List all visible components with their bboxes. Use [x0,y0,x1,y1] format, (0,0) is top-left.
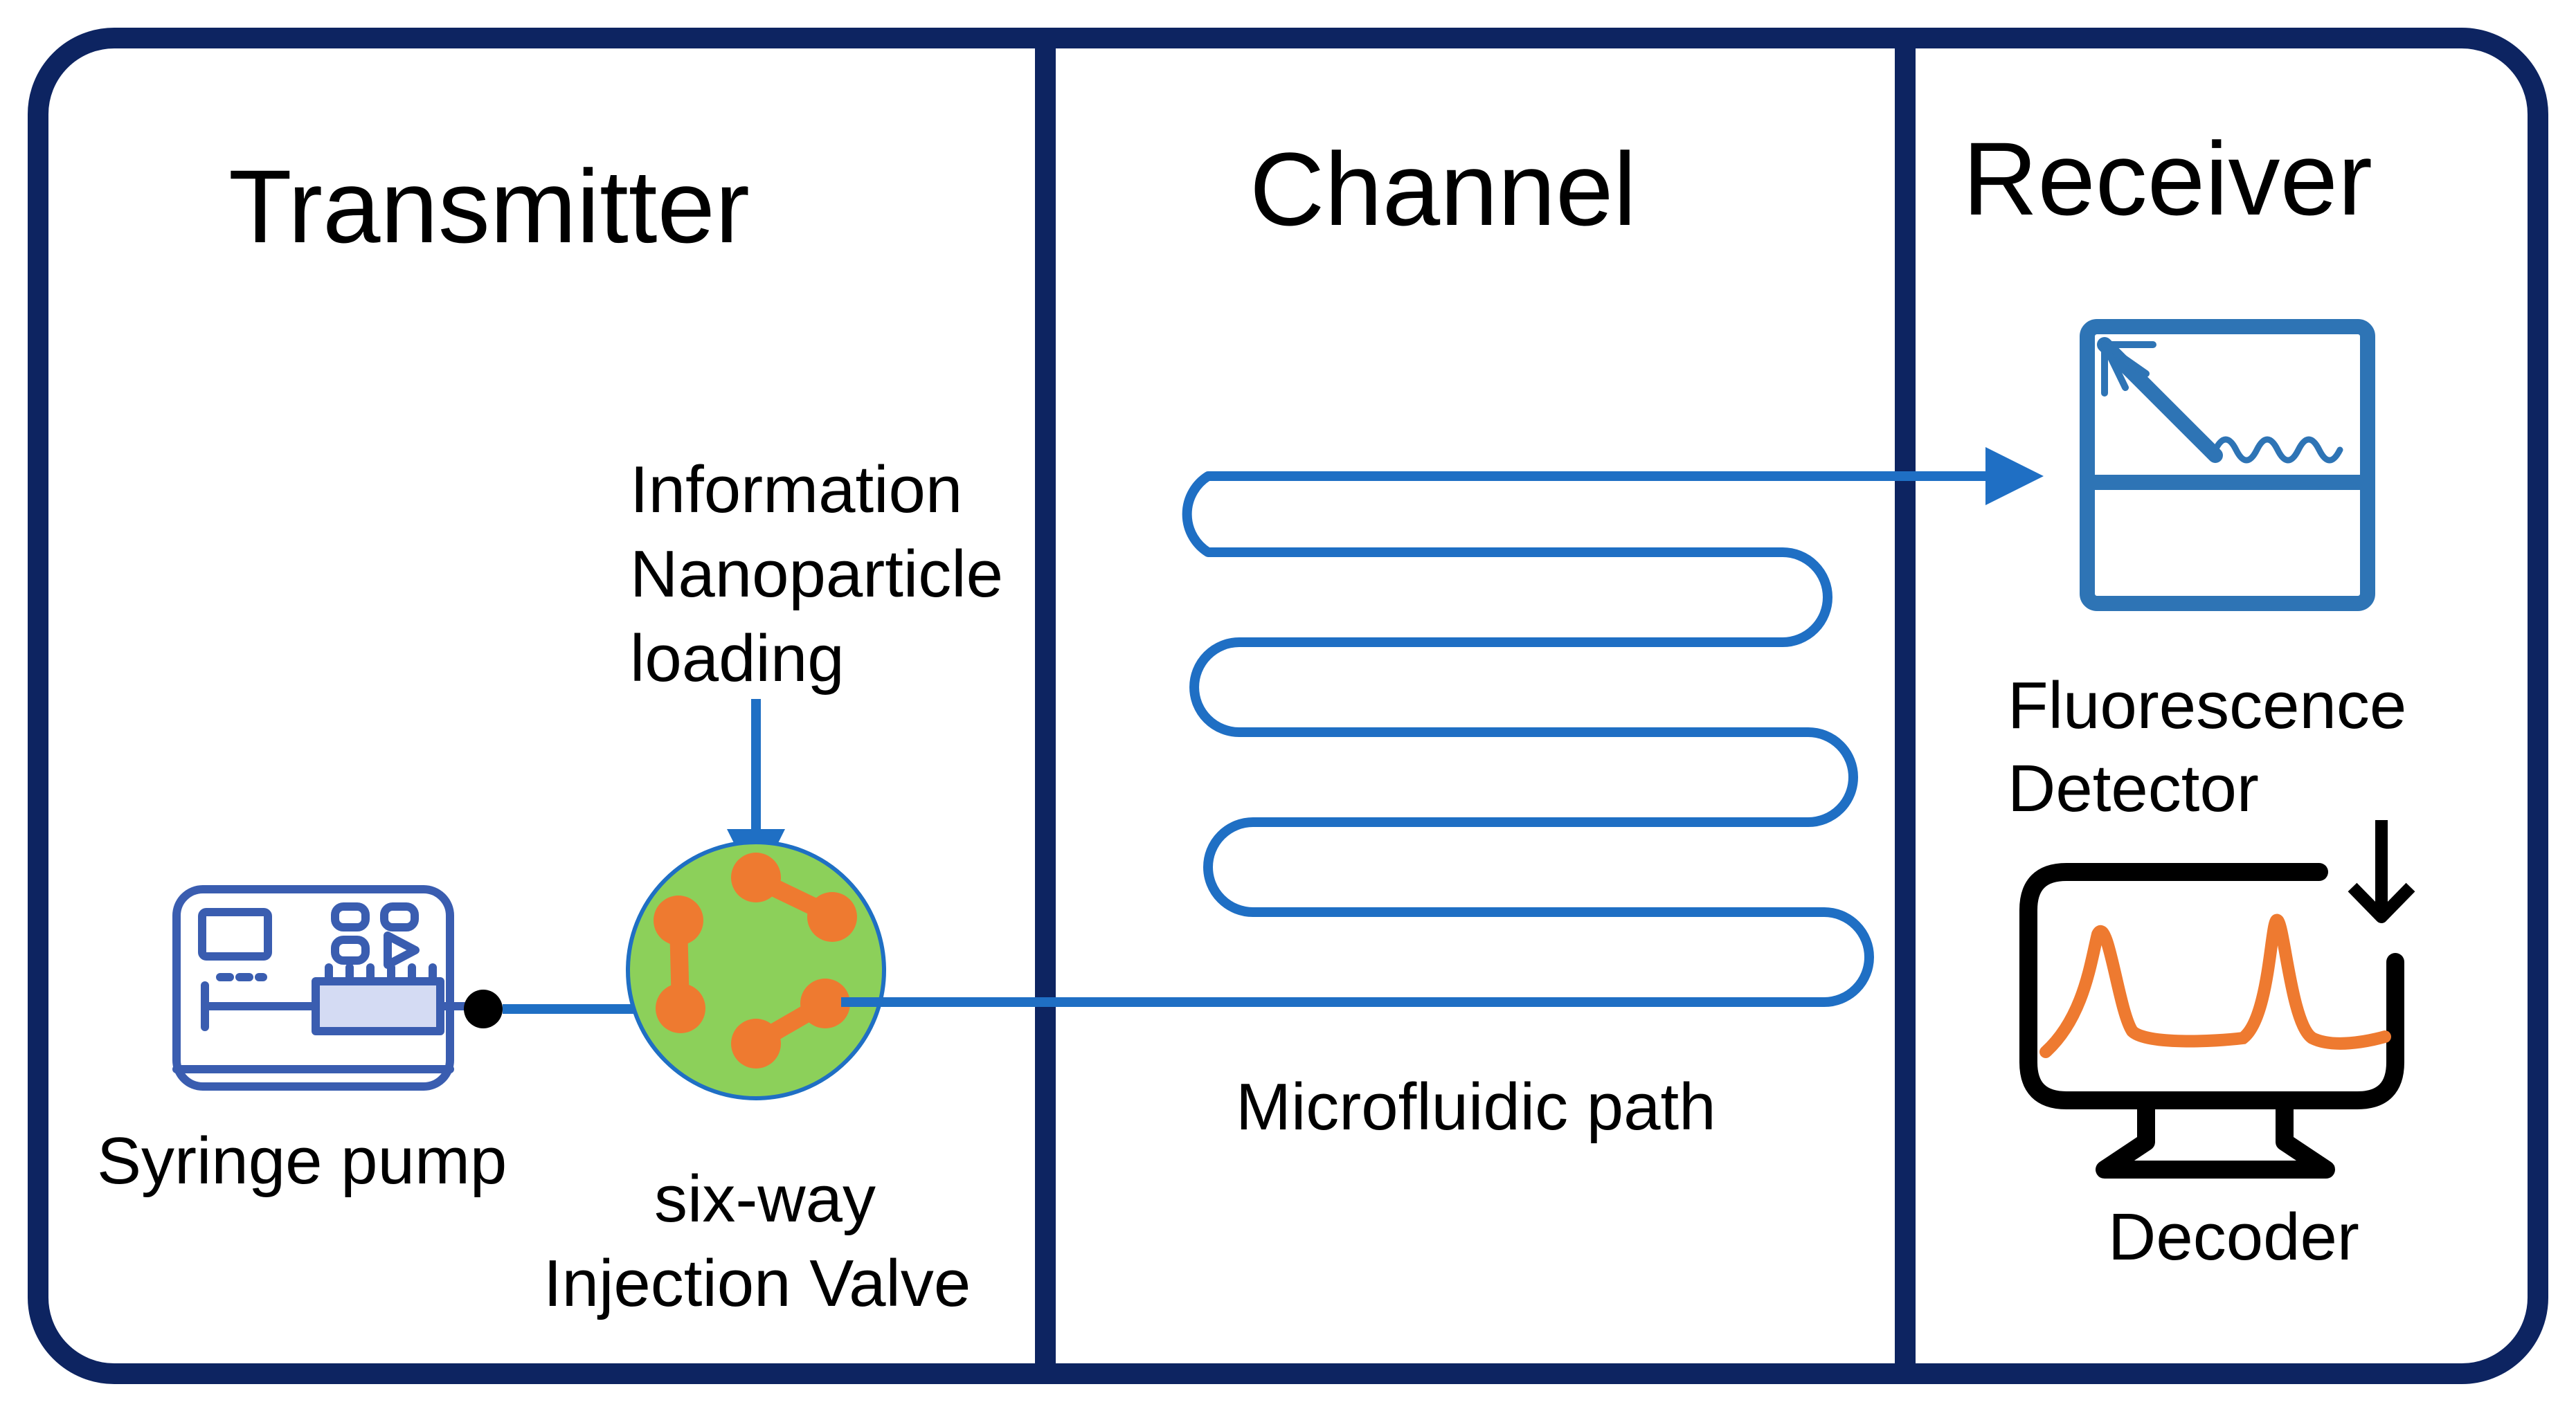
info-label-line1: Information [630,453,962,527]
section-title-channel: Channel [1250,131,1637,247]
section-title-receiver: Receiver [1963,120,2372,237]
microfluidic-path-label: Microfluidic path [1236,1070,1716,1144]
valve-label-line1: six-way [654,1162,876,1236]
detector-label-line2: Detector [2008,752,2259,826]
pump-outlet-dot [464,990,503,1028]
fluorescence-detector-icon [2080,319,2375,611]
valve-label-line2: Injection Valve [543,1246,971,1320]
monitor-decoder-icon [2019,820,2415,1179]
detector-label-line1: Fluorescence [2008,669,2406,743]
six-way-valve-icon [626,840,886,1100]
info-label-line2: Nanoparticle [630,537,1003,611]
syringe-pump-icon [172,885,469,1091]
section-title-transmitter: Transmitter [228,148,750,264]
decoder-label: Decoder [2108,1200,2359,1274]
microfluidic-serpentine [841,447,2044,1007]
info-label-line3: loading [630,621,845,696]
syringe-pump-label: Syringe pump [97,1124,507,1198]
